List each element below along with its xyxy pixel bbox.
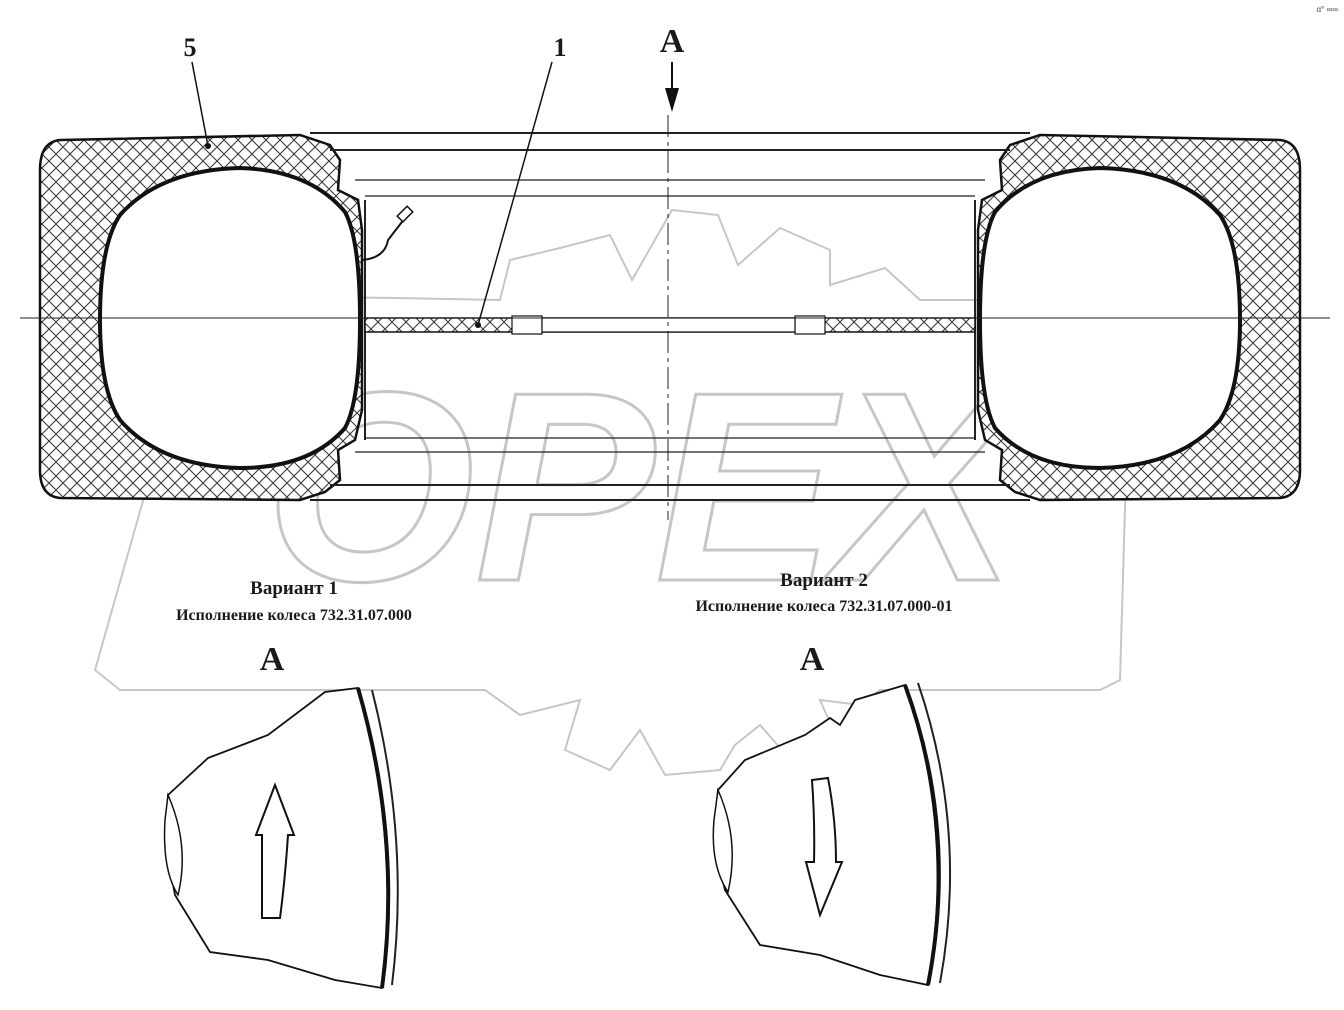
callout-label-1: 1 [554, 33, 567, 62]
variant2-rotation-arrow [804, 776, 844, 919]
section-mark-top: A [660, 23, 685, 60]
disc-bolt-left [511, 315, 543, 335]
variant2-subtitle: Исполнение колеса 732.31.07.000-01 [695, 598, 952, 615]
corner-mark: α° ∞∞ [1317, 5, 1339, 14]
callout-5: 5 [184, 33, 211, 149]
section-arrow-a: A [660, 23, 685, 112]
variant2-title: Вариант 2 [780, 570, 868, 591]
variant2-section-mark: A [800, 641, 825, 678]
wheel-section [20, 115, 1330, 520]
variant1-subtitle: Исполнение колеса 732.31.07.000 [176, 607, 412, 624]
watermark-logo: OPEX [93, 208, 1132, 777]
variant1-section-mark: A [260, 641, 285, 678]
valve-cap [396, 205, 414, 223]
variant1-rotation-arrow [254, 782, 296, 919]
watermark-text: OPEX [265, 337, 1029, 638]
valve-stem [361, 217, 406, 261]
callout-1: 1 [475, 33, 567, 328]
variant1-tread-view [163, 687, 399, 990]
variant2-tread-view [712, 682, 951, 987]
variant1-title: Вариант 1 [250, 578, 338, 599]
callout-label-5: 5 [184, 33, 197, 62]
disc-bolt-right [794, 315, 826, 335]
